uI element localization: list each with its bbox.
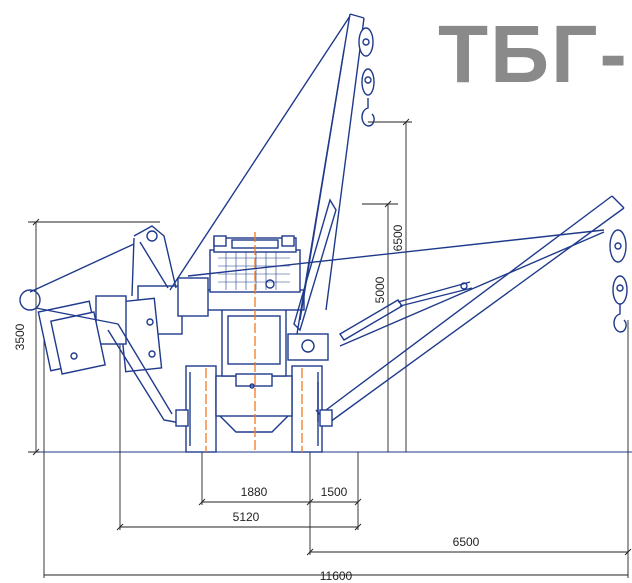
dim-label-6500-reach: 6500 xyxy=(453,535,480,549)
lower-frame xyxy=(175,383,333,427)
dim-label-6500-height: 6500 xyxy=(391,224,405,251)
brand-logo: ТБГ- xyxy=(438,9,629,100)
dim-label-3500: 3500 xyxy=(13,323,27,350)
dim-label-1880: 1880 xyxy=(241,485,268,499)
dim-label-1500: 1500 xyxy=(321,485,348,499)
counterweight-assembly xyxy=(19,225,209,425)
dimension-lines xyxy=(28,118,632,578)
dim-label-5120: 5120 xyxy=(233,510,260,524)
centerlines xyxy=(205,232,303,452)
dim-label-11600: 11600 xyxy=(320,569,353,583)
dim-label-5000: 5000 xyxy=(373,276,387,303)
main-boom xyxy=(169,13,375,361)
extended-boom xyxy=(187,195,628,427)
machine-body xyxy=(205,235,305,387)
